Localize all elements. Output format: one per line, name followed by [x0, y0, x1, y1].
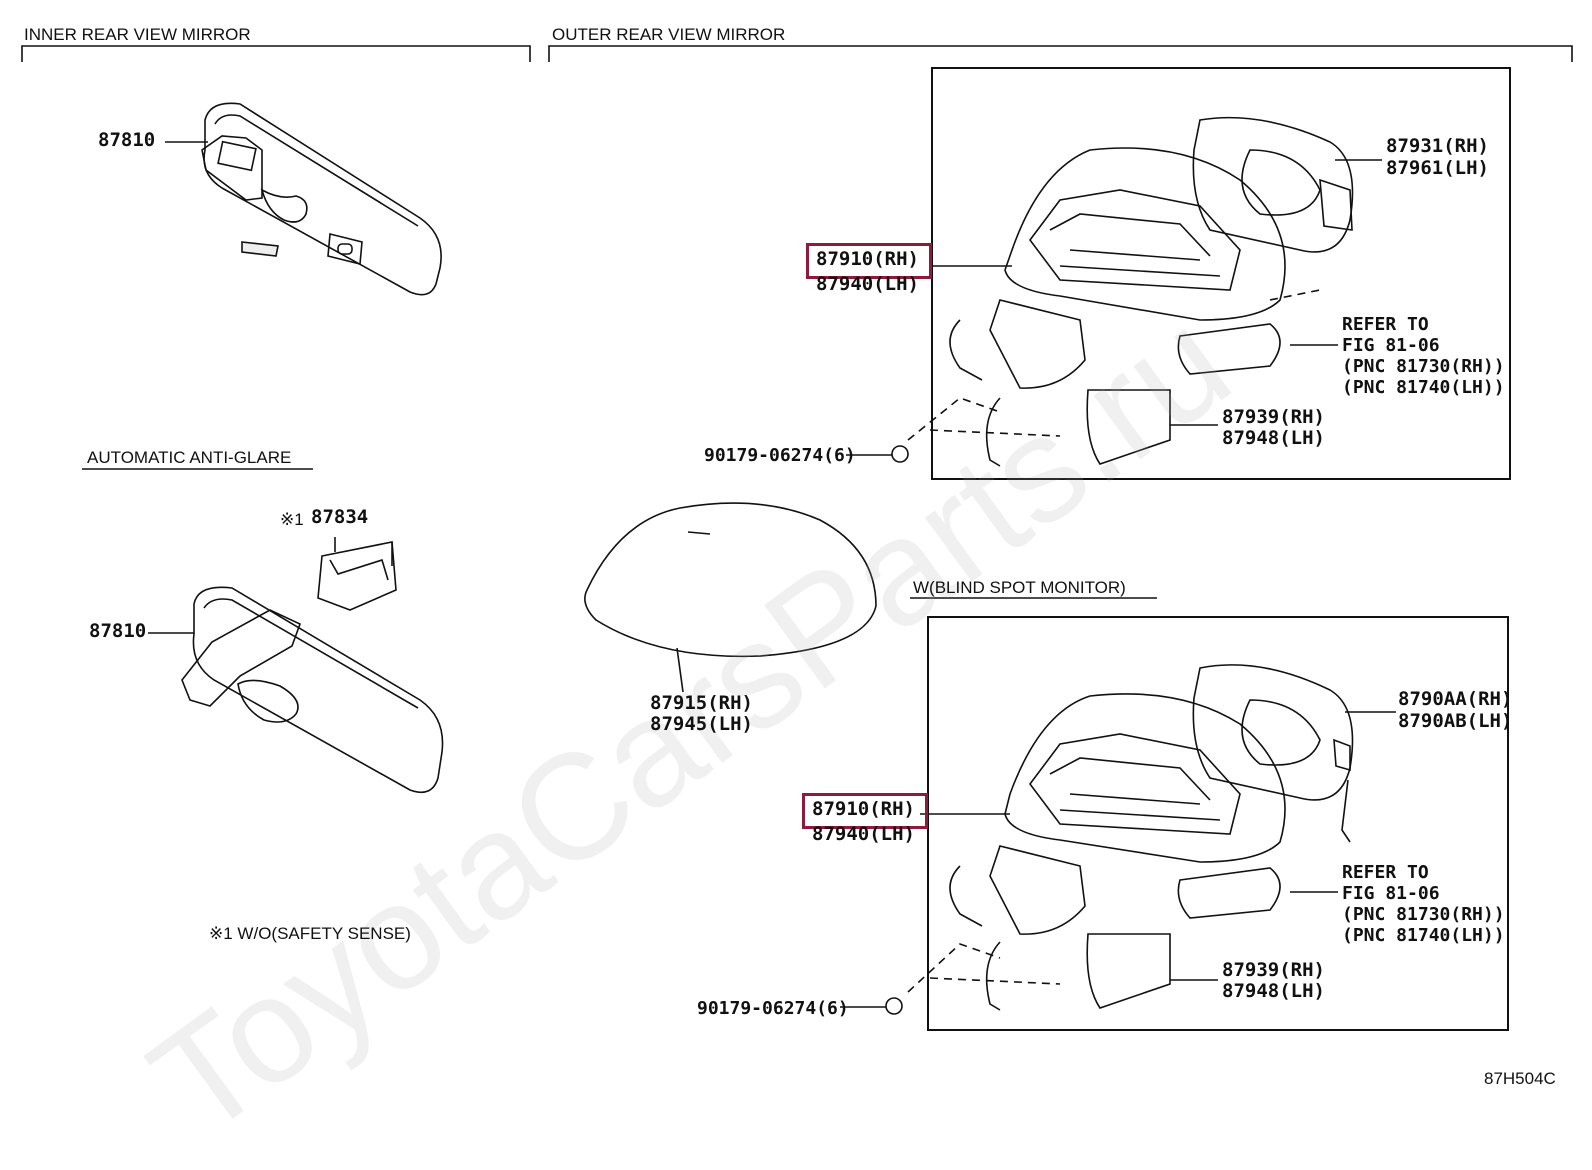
bottom-refer-line-4: (PNC 81740(LH)) — [1342, 925, 1505, 946]
top-glass-rh-label[interactable]: 87931(RH) — [1386, 135, 1489, 157]
bottom-assy-highlight — [802, 793, 928, 829]
top-refer-line-2[interactable]: FIG 81-06 — [1342, 335, 1440, 356]
blind-spot-title: W(BLIND SPOT MONITOR) — [913, 578, 1126, 597]
diagram-code: 87H504C — [1484, 1069, 1556, 1088]
bottom-assy-rh-label[interactable]: 87910(RH) — [812, 798, 915, 820]
inner-mirror-top-label[interactable]: 87810 — [98, 129, 156, 151]
inner-mirror-bottom-drawing — [148, 537, 444, 794]
inner-section-bracket — [21, 45, 531, 62]
top-cover-lh-label[interactable]: 87948(LH) — [1222, 427, 1325, 449]
top-assy-highlight — [806, 243, 932, 279]
bottom-refer-line-1: REFER TO — [1342, 862, 1429, 883]
outer-section-bracket — [548, 45, 1573, 62]
bottom-cover-rh-label[interactable]: 87939(RH) — [1222, 959, 1325, 981]
anti-glare-title: AUTOMATIC ANTI-GLARE — [87, 448, 292, 467]
bottom-refer-line-3: (PNC 81730(RH)) — [1342, 904, 1505, 925]
top-detail-box — [931, 67, 1511, 480]
bottom-detail-box — [927, 616, 1509, 1031]
bottom-assy-lh-label[interactable]: 87940(LH) — [812, 823, 915, 845]
top-refer-line-3: (PNC 81730(RH)) — [1342, 356, 1505, 377]
top-glass-lh-label[interactable]: 87961(LH) — [1386, 157, 1489, 179]
inner-mirror-top-drawing — [165, 102, 442, 296]
bottom-cover-lh-label[interactable]: 87948(LH) — [1222, 980, 1325, 1002]
cover-part-label[interactable]: 87834 — [311, 506, 369, 528]
top-cover-rh-label[interactable]: 87939(RH) — [1222, 406, 1325, 428]
mirror-cap-drawing — [584, 502, 877, 693]
top-outer-mirror-drawing — [846, 116, 1382, 467]
top-screw-label[interactable]: 90179-06274(6) — [704, 445, 856, 466]
bottom-glass-rh-label[interactable]: 8790AA(RH) — [1398, 688, 1513, 710]
footnote: ※1 W/O(SAFETY SENSE) — [209, 924, 411, 943]
top-refer-line-1: REFER TO — [1342, 314, 1429, 335]
inner-mirror-bottom-label[interactable]: 87810 — [89, 620, 147, 642]
cap-lh-label[interactable]: 87945(LH) — [650, 713, 753, 735]
cap-rh-label[interactable]: 87915(RH) — [650, 692, 753, 714]
bottom-outer-mirror-drawing — [840, 664, 1396, 1015]
top-refer-line-4: (PNC 81740(LH)) — [1342, 377, 1505, 398]
parts-diagram — [21, 45, 1573, 1031]
inner-section-title: INNER REAR VIEW MIRROR — [24, 25, 251, 44]
cover-part-mark: ※1 — [280, 510, 304, 529]
bottom-refer-line-2[interactable]: FIG 81-06 — [1342, 883, 1440, 904]
outer-section-title: OUTER REAR VIEW MIRROR — [552, 25, 786, 44]
bottom-screw-label[interactable]: 90179-06274(6) — [697, 998, 849, 1019]
bottom-glass-lh-label[interactable]: 8790AB(LH) — [1398, 710, 1513, 732]
top-assy-rh-label[interactable]: 87910(RH) — [816, 248, 919, 270]
top-assy-lh-label[interactable]: 87940(LH) — [816, 273, 919, 295]
